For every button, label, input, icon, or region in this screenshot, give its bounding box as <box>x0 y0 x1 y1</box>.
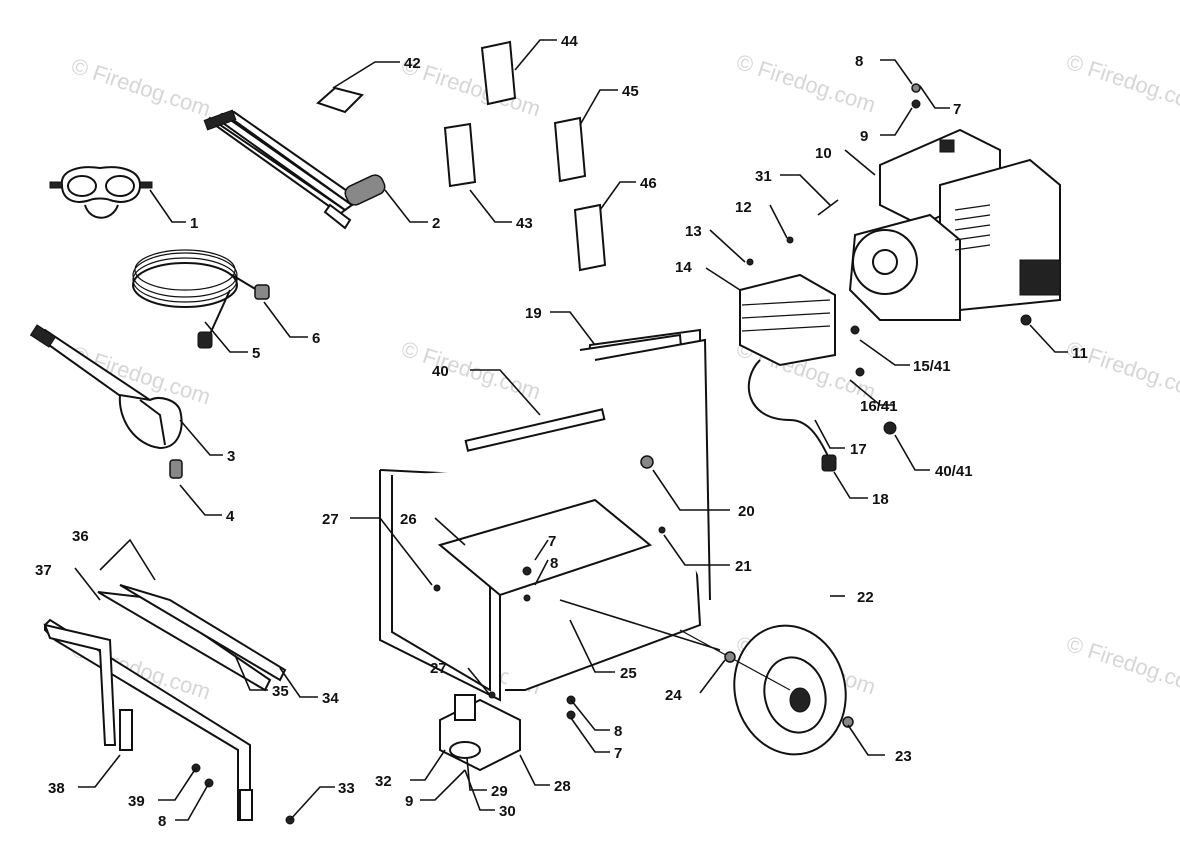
callout-31: 31 <box>755 168 772 185</box>
callout-9-foot: 9 <box>405 793 413 810</box>
callout-19: 19 <box>525 305 542 322</box>
frame <box>379 328 721 702</box>
callout-34: 34 <box>322 690 339 707</box>
manual-45 <box>553 116 587 183</box>
engine <box>848 128 1061 321</box>
callout-44: 44 <box>561 33 578 50</box>
callout-39: 39 <box>128 793 145 810</box>
callout-37: 37 <box>35 562 52 579</box>
callout-12: 12 <box>735 199 752 216</box>
callout-9-top: 9 <box>860 128 868 145</box>
manual-46 <box>573 203 607 272</box>
callout-20: 20 <box>738 503 755 520</box>
callout-5: 5 <box>252 345 260 362</box>
callout-labels: 1 2 3 4 5 6 7 8 9 10 11 12 13 14 15/41 1… <box>35 33 1088 830</box>
callout-14: 14 <box>675 259 692 276</box>
wheel <box>679 624 854 756</box>
manual-44 <box>480 40 517 106</box>
callout-8-low: 8 <box>614 723 622 740</box>
callout-6: 6 <box>312 330 320 347</box>
callout-15-41: 15/41 <box>913 358 951 375</box>
callout-1: 1 <box>190 215 198 232</box>
callout-25: 25 <box>620 665 637 682</box>
watermark: © Firedog.com <box>1063 49 1180 117</box>
callout-17: 17 <box>850 441 867 458</box>
callout-38: 38 <box>48 780 65 797</box>
pressure-pump <box>739 273 837 472</box>
spray-gun <box>29 324 183 479</box>
callout-8-top: 8 <box>855 53 863 70</box>
callout-8-mid: 8 <box>550 555 558 572</box>
callout-2: 2 <box>432 215 440 232</box>
callout-45: 45 <box>622 83 639 100</box>
callout-36: 36 <box>72 528 89 545</box>
callout-21: 21 <box>735 558 752 575</box>
callout-30: 30 <box>499 803 516 820</box>
callout-24: 24 <box>665 687 682 704</box>
callout-27-upper: 27 <box>322 511 339 528</box>
callout-40: 40 <box>432 363 449 380</box>
callout-8-handle: 8 <box>158 813 166 830</box>
callout-33: 33 <box>338 780 355 797</box>
callout-4: 4 <box>226 508 235 525</box>
callout-32: 32 <box>375 773 392 790</box>
handle <box>43 584 287 821</box>
callout-22: 22 <box>857 589 874 606</box>
callout-26: 26 <box>400 511 417 528</box>
callout-35: 35 <box>272 683 289 700</box>
callout-18: 18 <box>872 491 889 508</box>
callout-16-41: 16/41 <box>860 398 898 415</box>
safety-goggles <box>49 166 153 219</box>
callout-29: 29 <box>491 783 508 800</box>
callout-7-top: 7 <box>953 101 961 118</box>
callout-10: 10 <box>815 145 832 162</box>
decal-42 <box>316 86 364 114</box>
callout-11: 11 <box>1072 345 1088 362</box>
callout-7-mid: 7 <box>548 533 556 550</box>
callout-27-lower: 27 <box>430 660 447 677</box>
manuals-and-decals <box>316 40 607 272</box>
watermark: © Firedog.com <box>68 53 213 121</box>
callout-7-low: 7 <box>614 745 622 762</box>
high-pressure-hose <box>132 249 270 349</box>
callout-42: 42 <box>404 55 421 72</box>
spray-nozzle-wand <box>203 109 386 230</box>
callout-46: 46 <box>640 175 657 192</box>
watermark: © Firedog.com <box>1063 631 1180 699</box>
callout-28: 28 <box>554 778 571 795</box>
leader-lines <box>74 39 1068 821</box>
callout-23: 23 <box>895 748 912 765</box>
manual-43 <box>443 122 477 188</box>
callout-13: 13 <box>685 223 702 240</box>
callout-43: 43 <box>516 215 533 232</box>
callout-40-41: 40/41 <box>935 463 973 480</box>
callout-3: 3 <box>227 448 235 465</box>
foot-bracket <box>439 694 521 772</box>
